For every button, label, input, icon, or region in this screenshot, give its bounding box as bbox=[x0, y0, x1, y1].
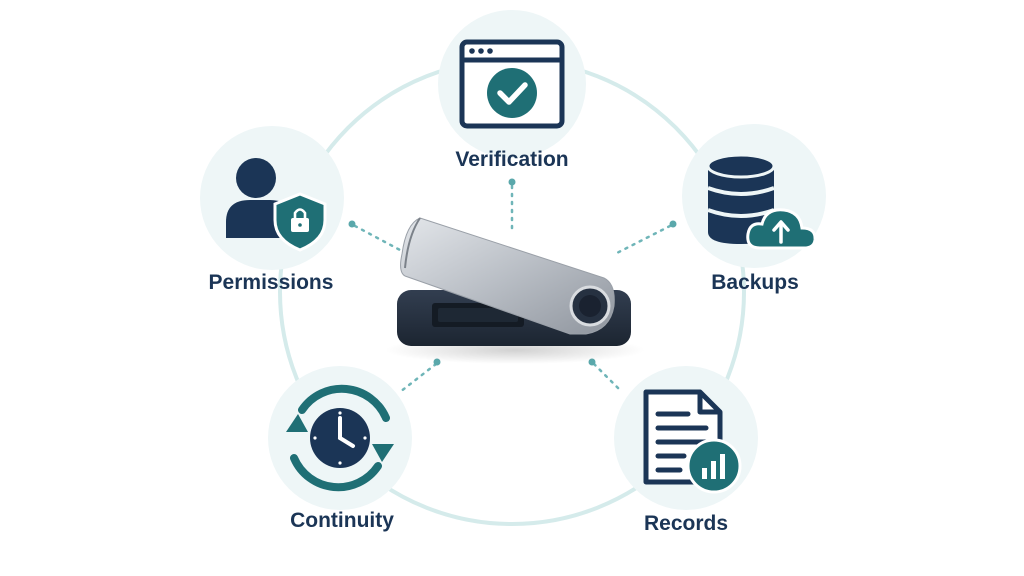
clock-cycle-icon bbox=[286, 384, 394, 492]
node-label-backups: Backups bbox=[711, 271, 799, 294]
node-label-continuity: Continuity bbox=[290, 509, 394, 532]
user-shield-icon bbox=[226, 158, 327, 252]
document-chart-icon bbox=[643, 389, 742, 494]
node-label-verification: Verification bbox=[455, 148, 569, 171]
node-label-records: Records bbox=[643, 512, 729, 535]
node-circle-permissions bbox=[200, 126, 344, 270]
connector-continuity bbox=[398, 362, 438, 394]
hardware-wallet-icon bbox=[385, 217, 645, 364]
node-label-permissions: Permissions bbox=[208, 271, 334, 294]
database-cloud-upload-icon bbox=[706, 153, 817, 250]
connectors bbox=[353, 184, 672, 394]
browser-check-icon bbox=[459, 39, 565, 129]
connector-records bbox=[592, 362, 624, 394]
connector-backups bbox=[613, 224, 672, 256]
connector-permissions bbox=[353, 224, 402, 252]
